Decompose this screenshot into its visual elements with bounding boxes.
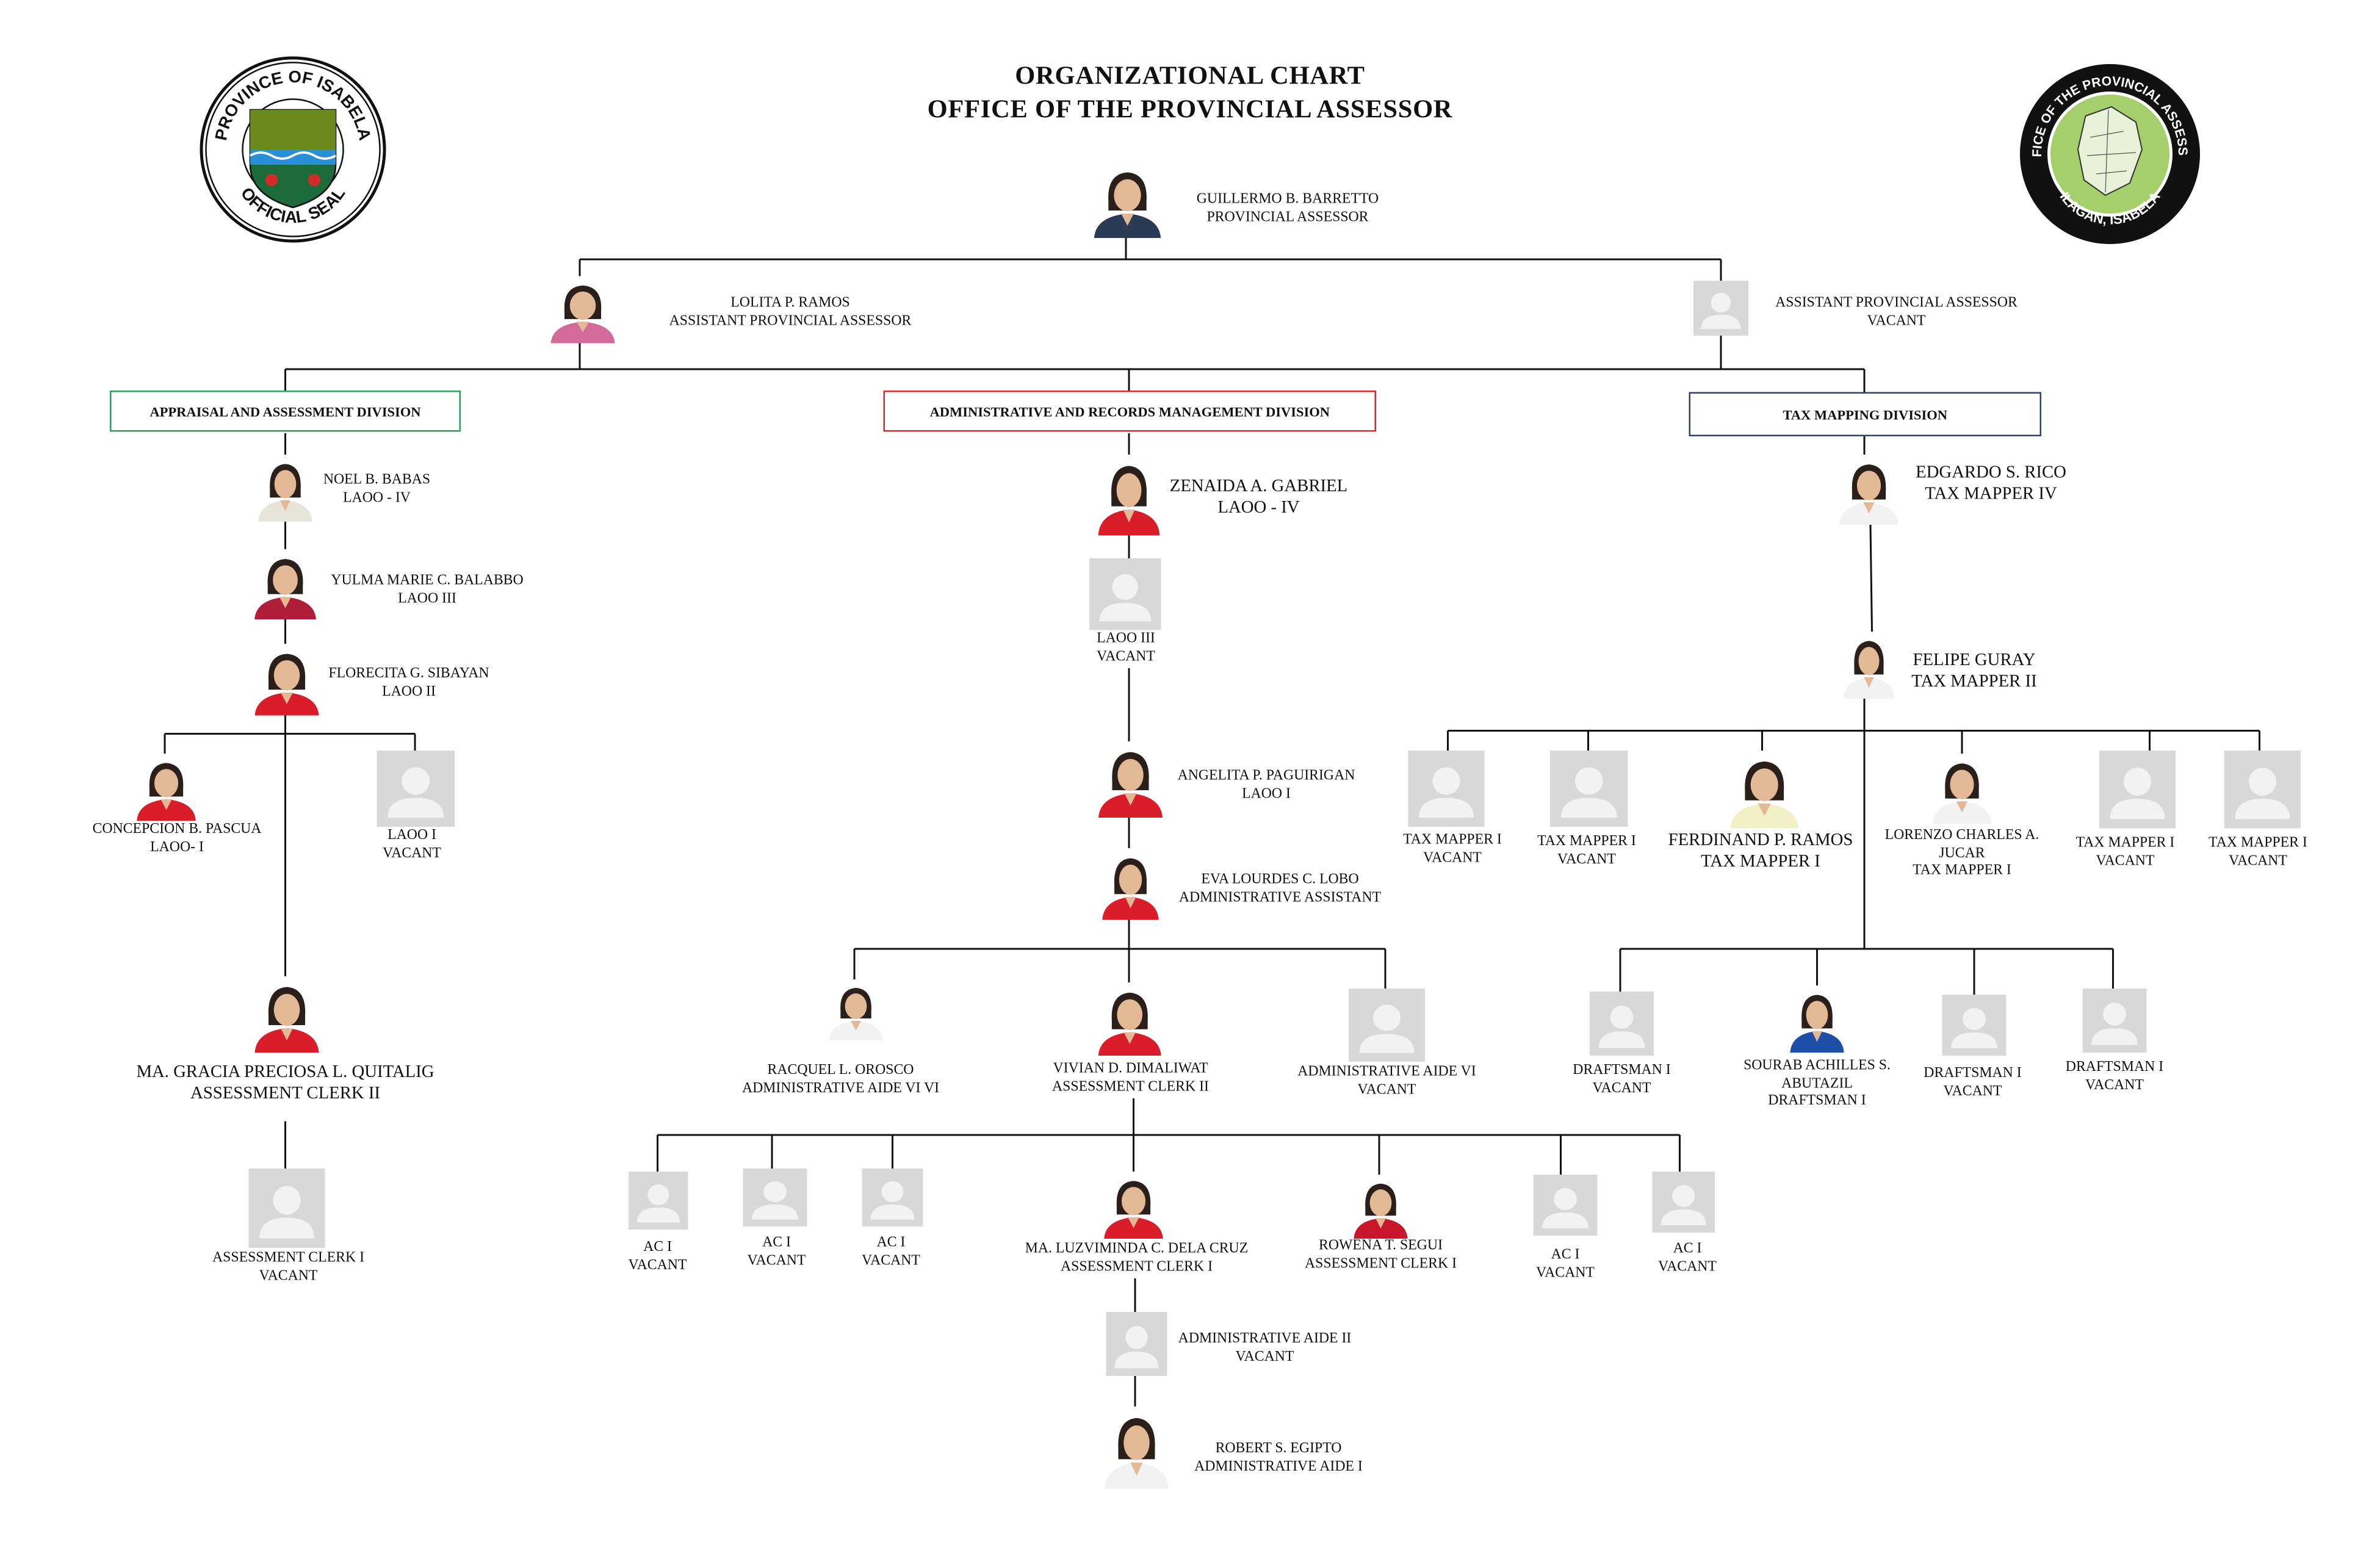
orosco-photo [824,979,888,1040]
appraisal-division-box: APPRAISAL AND ASSESSMENT DIVISION [110,391,461,432]
tm1-d-vacant-photo [2224,751,2301,829]
laoo3-vacant-photo [1089,558,1161,630]
aa6-vacant-photo [1349,989,1425,1062]
assessor-seal-logo: OFFICE OF THE PROVINCIAL ASSESSOR ILAGAN… [2012,49,2203,247]
df1-a-vacant-photo [1590,992,1654,1056]
fp-ramos-photo [1724,751,1805,829]
rico-photo [1834,455,1904,525]
laoo1-vacant-photo [377,751,455,827]
babas-photo [253,455,317,522]
ac1-a-vacant-photo [629,1172,688,1230]
ac1-d-vacant-photo [1533,1175,1598,1236]
balabbo-photo [248,549,322,619]
chart-title: ORGANIZATIONAL CHART [1015,61,1365,90]
barretto-photo [1087,162,1167,238]
ramos-photo [544,276,621,344]
paguirigan-photo [1092,741,1169,818]
office-title: OFFICE OF THE PROVINCIAL ASSESSOR [927,95,1453,124]
quitalig-photo [248,976,325,1053]
egipto-photo [1098,1407,1175,1489]
lobo-photo [1097,848,1164,920]
tm1-b-vacant-photo [1550,751,1628,827]
admin-division-box: ADMINISTRATIVE AND RECORDS MANAGEMENT DI… [883,391,1376,432]
admin-division-label: ADMINISTRATIVE AND RECORDS MANAGEMENT DI… [929,403,1330,419]
ac1-c-vacant-photo [862,1169,923,1226]
df1-c-vacant-photo [2082,989,2147,1053]
pascua-photo [131,754,201,821]
gabriel-photo [1092,455,1166,536]
tm1-a-vacant-photo [1408,751,1485,827]
segui-photo [1349,1175,1413,1239]
ac1-b-vacant-photo [743,1169,807,1226]
taxmap-division-box: TAX MAPPING DIVISION [1689,392,2041,436]
df1-b-vacant-photo [1942,995,2007,1056]
apa-vacant-photo [1693,281,1748,336]
tm1-c-vacant-photo [2099,751,2176,829]
ac1-left-vacant-photo [248,1169,325,1248]
jucar-photo [1927,754,1997,824]
province-seal-logo: PROVINCE OF ISABELA OFFICIAL SEAL [198,55,388,244]
abutazil-photo [1785,985,1849,1053]
sibayan-photo [248,644,325,716]
aa2-vacant-photo [1106,1312,1167,1376]
ac1-e-vacant-photo [1652,1172,1715,1233]
taxmap-division-label: TAX MAPPING DIVISION [1783,406,1948,422]
dimaliwat-photo [1092,982,1167,1056]
delacruz-photo [1098,1172,1169,1239]
appraisal-division-label: APPRAISAL AND ASSESSMENT DIVISION [150,403,421,419]
guray-photo [1838,632,1900,699]
